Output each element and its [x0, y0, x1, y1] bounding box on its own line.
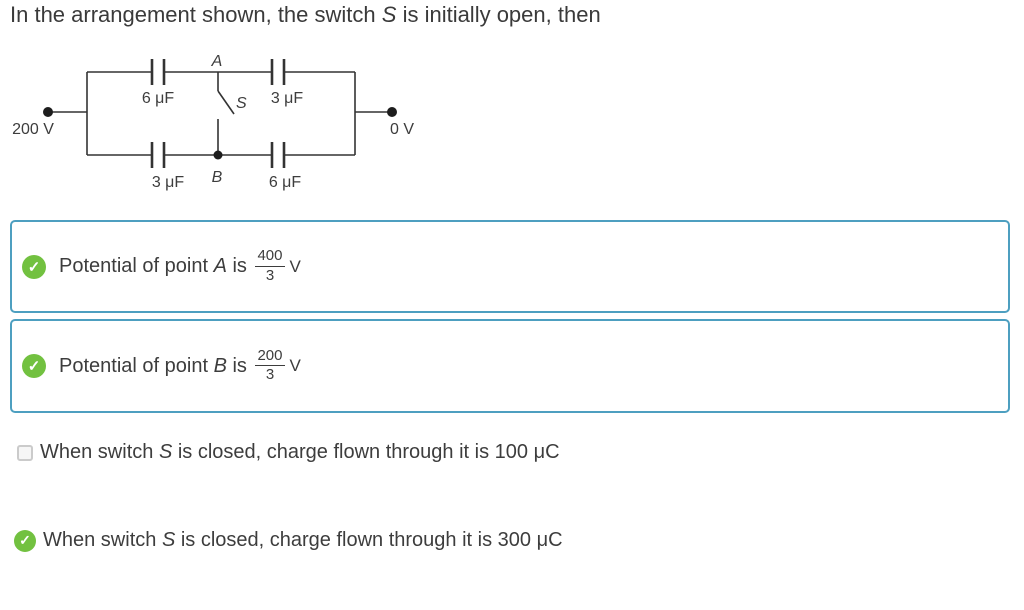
check-icon[interactable]: ✓: [22, 354, 46, 378]
capacitor-plates: [150, 59, 286, 168]
cap-bottom-left-label: 3 μF: [152, 174, 185, 191]
unit-label: V: [289, 256, 301, 276]
cap-top-left-label: 6 μF: [142, 90, 175, 107]
option-var: S: [161, 529, 176, 551]
option-text-prefix: When switch: [43, 529, 162, 551]
option-text-mid: is: [226, 255, 253, 277]
fraction-denominator: 3: [265, 266, 275, 284]
title-switch-var: S: [381, 2, 397, 27]
switch-label: S: [236, 95, 247, 112]
option-text: When switch S is closed, charge flown th…: [40, 441, 560, 464]
cap-top-right-label: 3 μF: [271, 90, 304, 107]
option-text-suffix: is closed, charge flown through it is 30…: [175, 529, 563, 551]
fraction-numerator: 400: [255, 247, 285, 267]
fraction-numerator: 200: [255, 347, 285, 366]
option-charge-300[interactable]: ✓ When switch S is closed, charge flown …: [14, 529, 563, 552]
fraction-denominator: 3: [265, 366, 275, 383]
option-var: A: [213, 255, 227, 277]
switch-open: [217, 72, 235, 155]
circuit-diagram: A S B 6 μF 3 μF 3 μF 6 μF 200 V 0 V: [12, 53, 414, 191]
node-a-label: A: [211, 53, 223, 70]
check-glyph: ✓: [19, 532, 31, 548]
right-voltage-label: 0 V: [390, 121, 414, 138]
option-text-prefix: Potential of point: [59, 255, 214, 277]
question-title: In the arrangement shown, the switch S i…: [10, 2, 601, 28]
check-icon[interactable]: ✓: [22, 254, 46, 279]
title-text-suffix: is initially open, then: [396, 2, 601, 27]
node-b-label: B: [212, 169, 223, 186]
junction-dots: [43, 107, 397, 160]
option-text: When switch S is closed, charge flown th…: [43, 529, 563, 552]
option-var: B: [213, 354, 227, 377]
option-text-mid: is: [226, 354, 253, 377]
cap-bottom-right-label: 6 μF: [269, 174, 302, 191]
unit-label: V: [289, 356, 301, 375]
check-glyph: ✓: [27, 358, 41, 375]
option-text-prefix: Potential of point: [59, 354, 214, 377]
option-var: S: [158, 441, 173, 463]
left-voltage-label: 200 V: [12, 121, 54, 138]
check-glyph: ✓: [27, 258, 41, 276]
option-charge-100[interactable]: When switch S is closed, charge flown th…: [17, 441, 560, 464]
circuit-wires: [48, 71, 392, 156]
option-text-prefix: When switch: [40, 441, 159, 463]
option-text-suffix: is closed, charge flown through it is 10…: [172, 441, 560, 463]
title-text: In the arrangement shown, the switch: [10, 2, 382, 27]
checkbox-unchecked-icon[interactable]: [17, 444, 33, 461]
check-icon[interactable]: ✓: [14, 529, 36, 552]
